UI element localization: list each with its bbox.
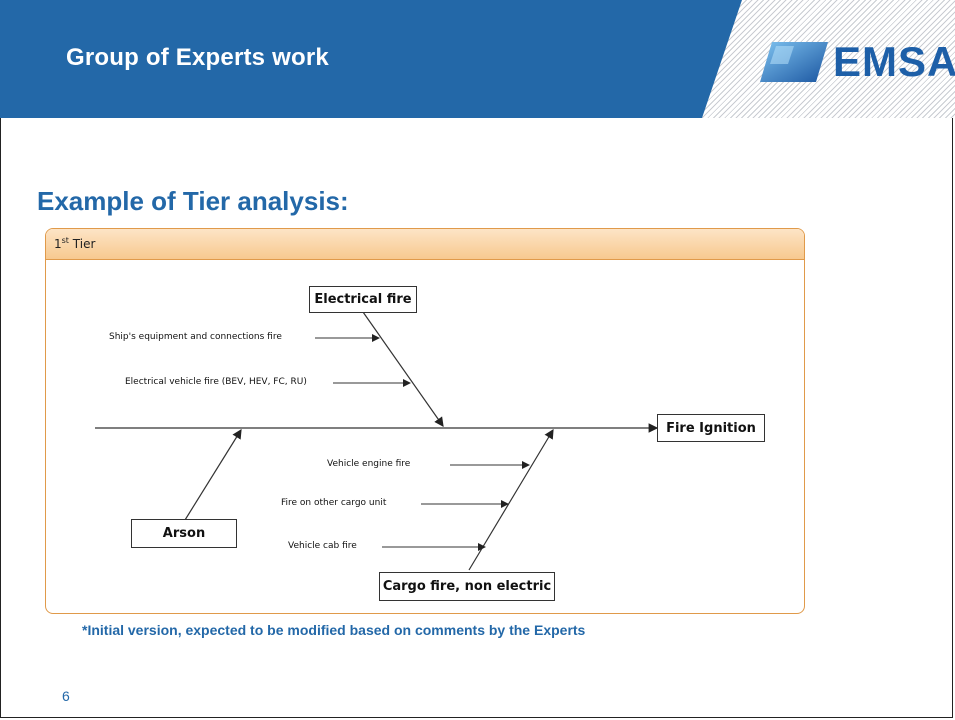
effect-box: Fire Ignition: [657, 414, 765, 442]
tier-label-number: 1: [54, 237, 62, 251]
logo-text: EMSA: [833, 38, 955, 85]
arson-bone: [184, 428, 242, 521]
cause-box-electrical: Electrical fire: [309, 286, 417, 313]
cause-box-arson: Arson: [131, 519, 237, 548]
tier-label-suffix: st: [61, 236, 69, 245]
tier-label-text: Tier: [68, 237, 96, 251]
emsa-logo: EMSA: [758, 36, 955, 90]
electrical-bone: [362, 311, 444, 427]
slide-header: Group of Experts work EMSA: [0, 0, 955, 118]
fishbone-lines: [95, 311, 659, 571]
tier-header: 1st Tier: [46, 229, 804, 260]
cargo-bone: [468, 428, 554, 571]
section-title: Example of Tier analysis:: [37, 186, 349, 216]
subcause-label: Fire on other cargo unit: [281, 498, 387, 508]
subcause-label: Vehicle cab fire: [288, 541, 357, 551]
fishbone-diagram: Fire Ignition Electrical fire Arson Carg…: [45, 228, 805, 614]
tier-label: 1st Tier: [54, 236, 95, 251]
header-hatch-pattern: [702, 0, 955, 118]
slide-title: Group of Experts work: [66, 44, 329, 71]
subcause-label: Vehicle engine fire: [327, 459, 411, 469]
page-number: 6: [62, 688, 70, 704]
emsa-logo-icon: [760, 42, 828, 82]
subcause-label: Electrical vehicle fire (BEV, HEV, FC, R…: [125, 377, 307, 387]
footnote: *Initial version, expected to be modifie…: [82, 622, 586, 638]
subcause-label: Ship's equipment and connections fire: [109, 332, 282, 342]
cause-box-cargo: Cargo fire, non electric: [379, 572, 555, 601]
